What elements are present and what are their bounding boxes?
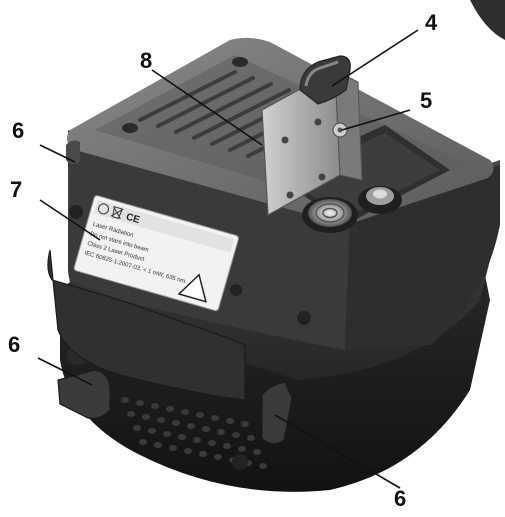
- grip-dot: [259, 463, 267, 469]
- grip-dot: [166, 406, 174, 412]
- grip-dot: [214, 454, 222, 460]
- grip-dot: [151, 403, 159, 409]
- side-grip-panel: [47, 249, 246, 401]
- top-plate-rib: [156, 76, 255, 128]
- latch-clip: [299, 55, 351, 105]
- mounting-knob: [358, 186, 402, 214]
- callout-6-top: 6: [12, 118, 24, 143]
- leader-lines: [37, 29, 419, 489]
- grip-dot: [253, 449, 261, 455]
- grip-dot: [142, 414, 150, 420]
- grip-dot: [184, 448, 192, 454]
- grip-dot: [211, 415, 219, 421]
- callout-8: 8: [140, 48, 152, 73]
- grip-dot: [202, 426, 210, 432]
- grip-dot: [181, 409, 189, 415]
- callout-labels: 4 5 6 6 6 7 8: [8, 10, 438, 511]
- grip-dot: [196, 412, 204, 418]
- grip-dot: [238, 446, 246, 452]
- grip-dot: [232, 432, 240, 438]
- grip-dot: [139, 439, 147, 445]
- screw-hole: [230, 284, 242, 296]
- grip-dot: [154, 442, 162, 448]
- top-plate-rib: [192, 88, 291, 140]
- grip-dot: [169, 445, 177, 451]
- top-plate-rib: [174, 82, 273, 134]
- grip-dot: [133, 425, 141, 431]
- top-plate-rib: [138, 70, 237, 122]
- grip-dot: [241, 421, 249, 427]
- callout-6-left: 6: [8, 332, 20, 357]
- grip-dot: [163, 431, 171, 437]
- grip-dot: [247, 435, 255, 441]
- hinged-bracket: [261, 69, 363, 216]
- screw-hole: [297, 311, 311, 325]
- callout-6-right: 6: [394, 486, 406, 511]
- screw-hole: [232, 454, 248, 470]
- screw-hole: [69, 205, 83, 219]
- grip-dot: [226, 418, 234, 424]
- ce-mark-icon: CE: [125, 212, 142, 226]
- callout-7: 7: [10, 177, 22, 202]
- grip-dot: [217, 429, 225, 435]
- grip-dot: [208, 440, 216, 446]
- grip-dot: [127, 411, 135, 417]
- grip-dot: [199, 451, 207, 457]
- screw-hole: [232, 57, 248, 67]
- neighbor-object-edge: [470, 0, 505, 40]
- grip-dot: [223, 443, 231, 449]
- grip-dot: [178, 434, 186, 440]
- grip-dot: [148, 428, 156, 434]
- grip-dot: [193, 437, 201, 443]
- callout-5: 5: [420, 88, 432, 113]
- grip-dot: [157, 417, 165, 423]
- certification-icon: [98, 203, 110, 215]
- grip-dot: [187, 423, 195, 429]
- grip-dot: [121, 397, 129, 403]
- laser-warning-icon: [177, 273, 207, 303]
- side-button-right: [261, 381, 293, 445]
- grip-dot: [172, 420, 180, 426]
- screw-hole: [122, 123, 138, 133]
- weee-bin-icon: [110, 206, 124, 220]
- grip-dot: [136, 400, 144, 406]
- warning-label: Laser Radiation Do not stare into beam C…: [73, 195, 239, 312]
- circular-level: [302, 197, 358, 233]
- callout-4: 4: [425, 10, 438, 35]
